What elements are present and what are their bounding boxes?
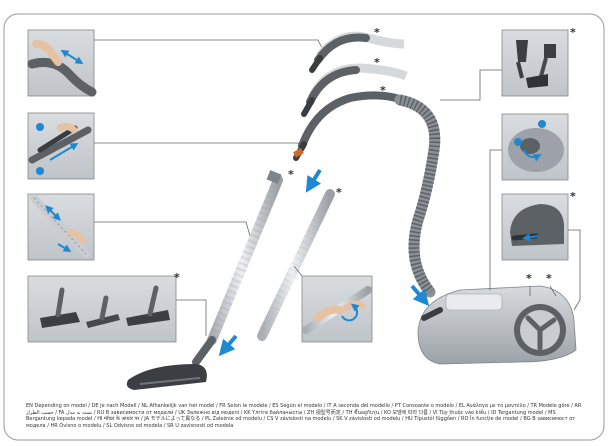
hose-handle-stage-3 <box>293 91 406 161</box>
floor-nozzle-attached <box>126 336 216 390</box>
connector-lines-body <box>529 285 557 297</box>
hose-2-asterisk: * <box>374 56 380 69</box>
connector-line-coupling <box>293 265 303 277</box>
hose-1-asterisk: * <box>374 26 380 39</box>
panel-telescopic-tube <box>27 193 95 261</box>
hose-handle-stage-1 <box>309 31 405 73</box>
nozzles-asterisk: * <box>174 271 180 284</box>
storage-asterisk: * <box>570 190 576 203</box>
panel-handle-click <box>27 112 95 180</box>
footnote-text: EN Depending on model / DE Je nach Model… <box>26 403 582 429</box>
vacuum-cleaner-body <box>417 285 577 365</box>
flexible-hose <box>394 94 441 298</box>
body-asterisk-2: * <box>546 272 552 285</box>
panel-tube-coupling <box>301 275 373 343</box>
panel-accessory-storage <box>501 193 569 261</box>
body-asterisk-1: * <box>526 272 532 285</box>
tube-asterisk-right: * <box>336 186 342 199</box>
connector-lines-left <box>94 39 323 336</box>
hose-handle-stage-2 <box>301 63 408 117</box>
hose-3-asterisk: * <box>380 84 386 97</box>
arrow-hose-connect <box>410 284 430 307</box>
footnote-depending-on-model: * EN Depending on model / DE Je nach Mod… <box>26 403 586 433</box>
accessory-asterisk: * <box>570 26 576 39</box>
panel-hose-release <box>27 29 97 97</box>
tube-upper-section <box>257 189 335 341</box>
tube-lower-section <box>207 170 283 345</box>
arrow-nozzle-insert <box>218 334 238 357</box>
arrow-tube-insert <box>305 168 322 193</box>
panel-hose-connect-body <box>501 113 569 181</box>
panel-floor-nozzles <box>27 275 177 343</box>
tube-asterisk-left: * <box>288 168 294 181</box>
panel-accessory-nozzles <box>501 29 569 97</box>
connector-lines-right <box>440 69 581 311</box>
